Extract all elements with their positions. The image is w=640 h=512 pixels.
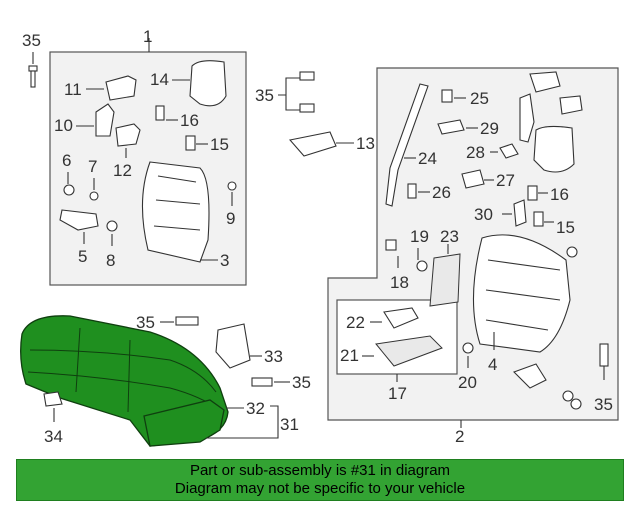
clip-icon: [185, 135, 196, 151]
cover-27-icon: [461, 169, 485, 189]
seatback-right-icon: [472, 234, 571, 353]
callout-1[interactable]: 1: [143, 27, 152, 46]
release-handle-icon: [105, 75, 137, 101]
cover-icon: [115, 123, 141, 147]
callout-35-b[interactable]: 35: [255, 86, 274, 105]
bolt-35b-bottom-icon: [299, 103, 315, 113]
callout-15-b[interactable]: 15: [556, 218, 575, 237]
bolt-26-icon: [407, 183, 417, 199]
clip-15b-icon: [533, 211, 544, 227]
callout-5[interactable]: 5: [78, 247, 87, 266]
callout-14[interactable]: 14: [150, 70, 169, 89]
armrest-icon: [375, 335, 443, 367]
callout-35-d[interactable]: 35: [292, 373, 311, 392]
bolt-35c-icon: [175, 316, 199, 326]
nut-right-icon: [562, 390, 574, 402]
callout-4[interactable]: 4: [488, 355, 497, 374]
callout-11[interactable]: 11: [64, 80, 82, 99]
callout-35-c[interactable]: 35: [136, 313, 155, 332]
latch-right-icon: [519, 93, 535, 143]
callout-22[interactable]: 22: [346, 313, 365, 332]
hinge-right-icon: [513, 363, 547, 389]
clip-19-icon: [416, 260, 428, 272]
bolt-35d-icon: [251, 377, 273, 387]
seatback-left-icon: [141, 161, 210, 263]
escutcheon-icon: [559, 95, 583, 115]
bracket-13-icon: [288, 131, 337, 157]
callout-32[interactable]: 32: [246, 399, 265, 418]
bolt-18-icon: [385, 239, 397, 251]
seat-belt-icon: [385, 83, 429, 207]
clip-28-icon: [499, 143, 519, 159]
callout-31[interactable]: 31: [280, 415, 299, 434]
callout-24[interactable]: 24: [418, 149, 437, 168]
callout-16-a[interactable]: 16: [180, 111, 199, 130]
callout-35-e[interactable]: 35: [594, 395, 613, 414]
hinge-icon: [59, 209, 99, 231]
banner-line-1: Part or sub-assembly is #31 in diagram: [189, 462, 451, 479]
bracket-33-icon: [215, 323, 251, 369]
callout-19[interactable]: 19: [410, 227, 429, 246]
callout-12[interactable]: 12: [113, 161, 132, 180]
nut-icon: [89, 191, 99, 201]
bolt-icon: [28, 65, 38, 88]
callout-9[interactable]: 9: [226, 209, 235, 228]
trim-pad-right-icon: [533, 125, 575, 173]
handle-right-icon: [529, 71, 561, 93]
clip-20-icon: [462, 342, 474, 354]
callout-10[interactable]: 10: [54, 116, 73, 135]
armrest-cover-icon: [383, 307, 419, 329]
callout-33[interactable]: 33: [264, 347, 283, 366]
bolt-6-icon: [63, 184, 75, 196]
callout-29[interactable]: 29: [480, 119, 499, 138]
bolt-25-icon: [441, 89, 453, 103]
callout-21[interactable]: 21: [340, 346, 359, 365]
trim-pad-icon: [189, 60, 227, 107]
callout-16-b[interactable]: 16: [550, 185, 569, 204]
callout-6[interactable]: 6: [62, 151, 71, 170]
callout-15-a[interactable]: 15: [210, 135, 229, 154]
panel-23-icon: [429, 253, 461, 307]
seat-cushion-highlight[interactable]: [20, 315, 229, 447]
clip-16b-icon: [527, 185, 538, 201]
callout-35-a[interactable]: 35: [22, 31, 41, 50]
screw-icon: [155, 105, 165, 121]
bolt-35e-icon: [599, 343, 609, 367]
washer-icon: [106, 220, 118, 232]
parts-diagram: 1 2 17 35 11 14 10 16 12 15 6 7 3: [20, 27, 619, 447]
callout-20[interactable]: 20: [458, 373, 477, 392]
bolt-35b-top-icon: [299, 71, 315, 81]
callout-30[interactable]: 30: [474, 205, 493, 224]
banner-line-2: Diagram may not be specific to your vehi…: [174, 480, 466, 497]
callout-26[interactable]: 26: [432, 183, 451, 202]
info-banner: Part or sub-assembly is #31 in diagram D…: [16, 459, 624, 501]
nut-right-2-icon: [570, 398, 582, 410]
callout-28[interactable]: 28: [466, 143, 485, 162]
callout-18[interactable]: 18: [390, 273, 409, 292]
callout-23[interactable]: 23: [440, 227, 459, 246]
bezel-29-icon: [437, 119, 465, 135]
callout-27[interactable]: 27: [496, 171, 515, 190]
callout-3[interactable]: 3: [220, 251, 229, 270]
callout-25[interactable]: 25: [470, 89, 489, 108]
callout-7[interactable]: 7: [88, 157, 97, 176]
callout-17[interactable]: 17: [388, 384, 407, 403]
clip-34-icon: [43, 391, 63, 407]
bracket-30-icon: [513, 199, 527, 227]
callout-13[interactable]: 13: [356, 134, 375, 153]
callout-2[interactable]: 2: [455, 427, 464, 446]
screw-9-icon: [227, 181, 237, 191]
latch-icon: [95, 103, 115, 137]
callout-34[interactable]: 34: [44, 427, 63, 446]
callout-8[interactable]: 8: [106, 251, 115, 270]
screw-right-icon: [566, 246, 578, 258]
